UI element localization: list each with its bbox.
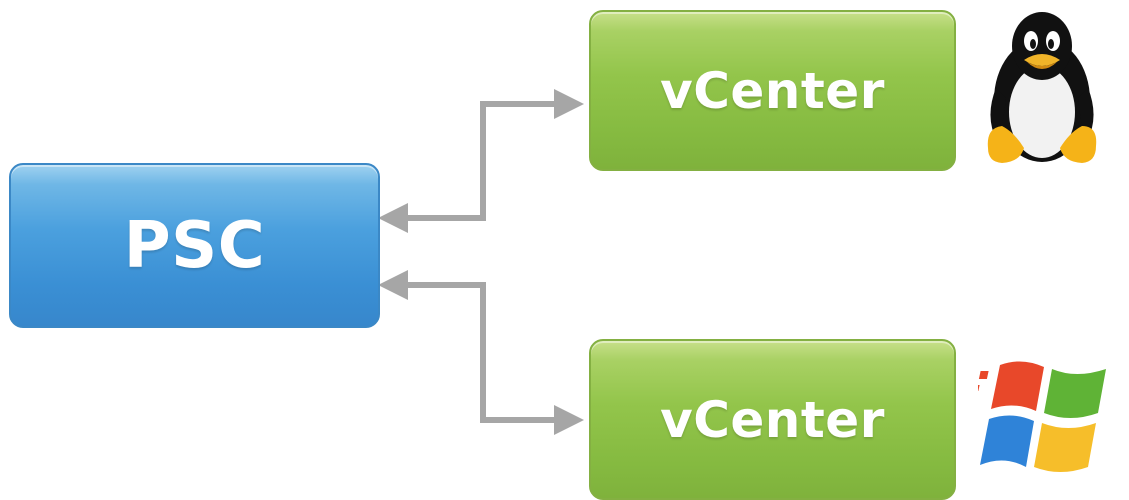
psc-label: PSC <box>123 208 266 283</box>
linux-tux-icon <box>987 12 1097 163</box>
connector-psc-vcenter-top <box>378 89 584 233</box>
psc-box: PSC <box>9 163 380 328</box>
vcenter-box-windows: vCenter <box>589 339 956 500</box>
windows-flag-icon <box>978 361 1106 472</box>
vcenter-label: vCenter <box>660 61 885 120</box>
connector-psc-vcenter-bottom <box>378 270 584 435</box>
vcenter-box-linux: vCenter <box>589 10 956 171</box>
vcenter-label: vCenter <box>660 390 885 449</box>
